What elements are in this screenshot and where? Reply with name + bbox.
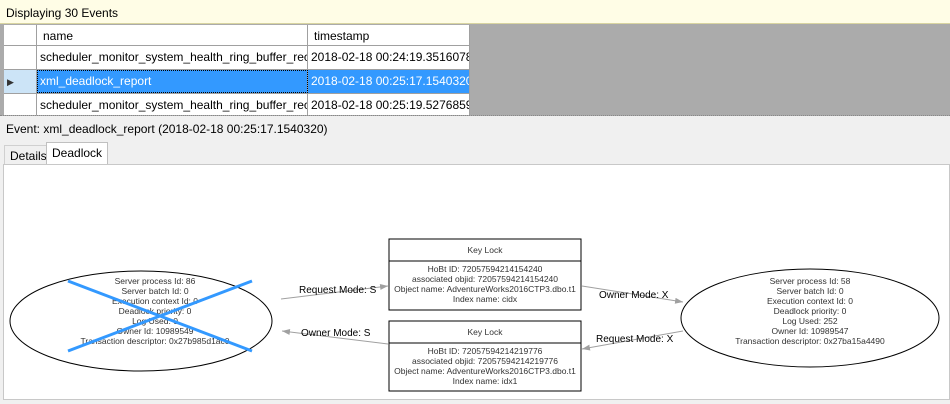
cell-timestamp[interactable]: 2018-02-18 00:24:19.3516078 [308,46,470,69]
edge-owner-s [281,328,389,345]
cell-name[interactable]: xml_deadlock_report [37,70,308,93]
event-details-label: Event: xml_deadlock_report (2018-02-18 0… [6,122,328,136]
grid-header: name timestamp [4,25,470,46]
panel-splitter[interactable] [0,115,950,118]
node-detail-line: Object name: AdventureWorks2016CTP3.dbo.… [394,366,576,376]
node-detail-line: Server process Id: 86 [115,276,196,286]
node-detail-line: Index name: idx1 [453,376,518,386]
column-header-timestamp[interactable]: timestamp [308,25,470,45]
column-header-name[interactable]: name [37,25,308,45]
node-detail-line: Deadlock priority: 0 [119,306,192,316]
node-detail-line: Transaction descriptor: 0x27ba15a4490 [735,336,885,346]
lock-title: Key Lock [468,245,504,255]
table-row[interactable]: scheduler_monitor_system_health_ring_buf… [4,46,470,70]
current-row-arrow-icon: ▶ [7,77,14,87]
row-header-corner [4,25,37,45]
edge-label: Request Mode: X [596,334,674,345]
node-detail-line: Owner Id: 10989549 [116,326,193,336]
node-detail-line: HoBt ID: 72057594214154240 [428,264,543,274]
node-detail-line: HoBt ID: 72057594214219776 [428,346,543,356]
deadlock-graph: Request Mode: S Owner Mode: S Owner Mode… [9,238,940,392]
lock-title: Key Lock [468,327,504,337]
node-detail-line: Log Used: 252 [782,316,838,326]
node-detail-line: Server batch Id: 0 [121,286,188,296]
table-row[interactable]: scheduler_monitor_system_health_ring_buf… [4,94,470,115]
cell-timestamp[interactable]: 2018-02-18 00:25:19.5276859 [308,94,470,115]
row-header[interactable] [4,94,37,115]
cell-timestamp[interactable]: 2018-02-18 00:25:17.1540320 [308,70,470,93]
edge-label: Owner Mode: S [301,328,371,339]
events-grid: name timestamp scheduler_monitor_system_… [4,25,470,115]
node-detail-line: Execution context Id: 0 [767,296,853,306]
row-header[interactable] [4,46,37,69]
cell-name[interactable]: scheduler_monitor_system_health_ring_buf… [37,46,308,69]
edge-label: Request Mode: S [299,285,377,296]
deadlock-graph-panel: Request Mode: S Owner Mode: S Owner Mode… [3,164,950,400]
status-bar: Displaying 30 Events [0,0,950,24]
table-row-selected[interactable]: ▶ xml_deadlock_report 2018-02-18 00:25:1… [4,70,470,94]
node-detail-line: associated objid: 72057594214154240 [412,274,558,284]
node-detail-line: Object name: AdventureWorks2016CTP3.dbo.… [394,284,576,294]
key-lock-node-2[interactable]: Key Lock HoBt ID: 72057594214219776assoc… [388,320,582,392]
node-detail-line: Owner Id: 10989547 [771,326,848,336]
row-header[interactable]: ▶ [4,70,37,93]
node-detail-line: Index name: cidx [453,294,518,304]
edge-owner-x [581,285,684,304]
events-grid-area: name timestamp scheduler_monitor_system_… [0,24,950,116]
node-detail-line: Transaction descriptor: 0x27b985d1ac0 [81,336,230,346]
cell-name[interactable]: scheduler_monitor_system_health_ring_buf… [37,94,308,115]
edge-label: Owner Mode: X [599,290,669,301]
node-detail-line: Server process Id: 58 [770,276,851,286]
victim-x-mark-icon [67,279,253,353]
node-detail-line: Deadlock priority: 0 [774,306,847,316]
event-count: Displaying 30 Events [6,6,119,20]
edge-request-s [280,283,389,300]
node-detail-line: Server batch Id: 0 [776,286,843,296]
edge-request-x [581,330,684,351]
node-detail-line: associated objid: 72057594214219776 [412,356,558,366]
node-detail-line: Log Used: 0 [132,316,178,326]
node-detail-line: Execution context Id: 0 [112,296,198,306]
tab-deadlock[interactable]: Deadlock [46,142,109,165]
key-lock-node-1[interactable]: Key Lock HoBt ID: 72057594214154240assoc… [388,238,582,311]
